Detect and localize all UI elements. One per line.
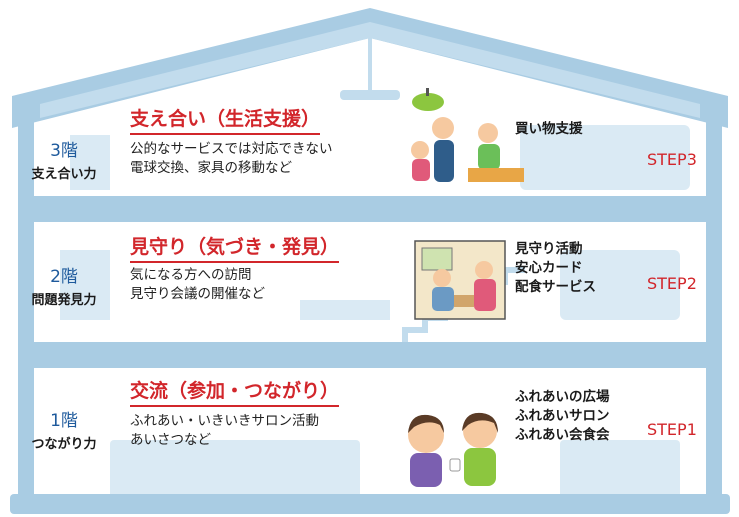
watching-visit-illustration <box>414 240 506 320</box>
floor-slab-3 <box>18 196 722 222</box>
social-exchange-illustration <box>408 412 498 487</box>
house-wall-right <box>706 112 722 512</box>
floor-ability: 支え合い力 <box>31 167 97 182</box>
activity-item: 安心カード <box>515 260 583 276</box>
activity-item: 見守り活動 <box>515 241 583 257</box>
floor-label-2: 2階 問題発見力 <box>22 262 106 308</box>
activity-list-3: 買い物支援 <box>515 120 583 139</box>
floor-label-3: 3階 支え合い力 <box>22 136 106 182</box>
floor-label-1: 1階 つながり力 <box>22 406 106 452</box>
floor-number: 2階 <box>50 267 78 287</box>
activity-item: 買い物支援 <box>515 121 583 137</box>
step-label-1: STEP1 <box>647 420 697 439</box>
floor-desc-1: ふれあい・いきいきサロン活動 あいさつなど <box>130 413 319 448</box>
shopping-support-illustration <box>411 88 524 182</box>
floor-desc-3: 公的なサービスでは対応できない 電球交換、家具の移動など <box>130 141 333 176</box>
floor-ability: 問題発見力 <box>31 293 97 308</box>
floor-slab-2 <box>18 342 722 368</box>
activity-item: ふれあい会食会 <box>515 427 610 443</box>
floor-slab-1 <box>10 494 730 514</box>
floor-number: 3階 <box>50 141 78 161</box>
activity-item: ふれあいサロン <box>515 408 610 424</box>
floor-title-2: 見守り（気づき・発見） <box>130 232 340 263</box>
floor-ability: つながり力 <box>31 437 97 452</box>
floor-desc-2: 気になる方への訪問 見守り会議の開催など <box>130 267 265 302</box>
floor-number: 1階 <box>50 411 78 431</box>
step-label-2: STEP2 <box>647 274 697 293</box>
activity-list-1: ふれあいの広場 ふれあいサロン ふれあい会食会 <box>515 388 610 445</box>
floor-title-3: 支え合い（生活支援） <box>130 104 321 135</box>
activity-item: ふれあいの広場 <box>515 389 610 405</box>
activity-list-2: 見守り活動 安心カード 配食サービス <box>515 240 596 297</box>
activity-item: 配食サービス <box>515 279 596 295</box>
floor-title-1: 交流（参加・つながり） <box>130 376 340 407</box>
step-label-3: STEP3 <box>647 150 697 169</box>
